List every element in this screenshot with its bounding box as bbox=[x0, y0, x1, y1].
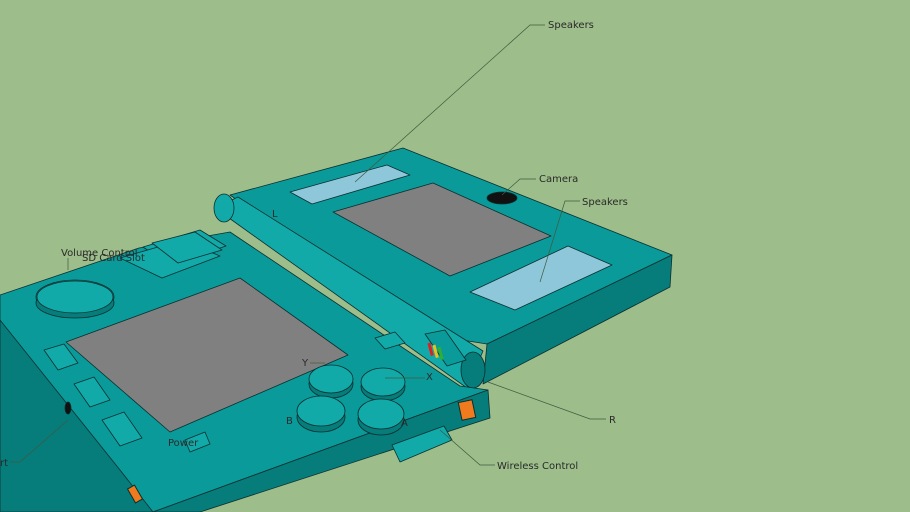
leader-camera bbox=[501, 178, 536, 196]
label-b-button: B bbox=[286, 416, 293, 427]
led-green bbox=[437, 346, 444, 361]
hinge bbox=[213, 193, 486, 389]
label-camera: Camera bbox=[539, 174, 578, 185]
label-wireless-control: Wireless Control bbox=[497, 461, 578, 472]
a-button[interactable] bbox=[357, 398, 405, 430]
label-volume-control: Volume Control bbox=[61, 248, 138, 259]
camera-lens bbox=[486, 191, 518, 205]
x-button[interactable] bbox=[360, 367, 406, 397]
headphone-port bbox=[64, 401, 72, 415]
leader-speakers-right bbox=[539, 200, 580, 283]
led-yellow bbox=[432, 344, 439, 359]
label-port-partial: rt bbox=[0, 458, 8, 469]
label-sd-card-slot: SD Card Slot bbox=[82, 253, 145, 264]
orange-side-slot bbox=[126, 484, 144, 504]
leader-port bbox=[10, 419, 69, 463]
top-speaker-grille bbox=[289, 164, 411, 205]
bottom-shell-front-side bbox=[152, 389, 491, 512]
label-x-button: X bbox=[426, 372, 433, 383]
bottom-shell bbox=[0, 229, 491, 512]
led-red bbox=[427, 342, 434, 357]
label-power: Power bbox=[168, 438, 199, 449]
label-a-button: A bbox=[401, 418, 408, 429]
upper-screen bbox=[332, 182, 552, 277]
left-button-2[interactable] bbox=[73, 376, 111, 408]
face-buttons bbox=[296, 364, 406, 436]
leader-r bbox=[487, 381, 606, 420]
y-button[interactable] bbox=[308, 364, 354, 394]
microphone bbox=[374, 331, 406, 350]
left-button-1[interactable] bbox=[43, 343, 79, 371]
wireless-switch[interactable] bbox=[391, 425, 453, 463]
d-pad[interactable] bbox=[119, 229, 227, 279]
label-speakers-right: Speakers bbox=[582, 197, 628, 208]
leader-speakers-top bbox=[354, 24, 545, 183]
label-y-button: Y bbox=[301, 358, 309, 369]
label-l-button: L bbox=[272, 209, 278, 220]
left-button-3[interactable] bbox=[101, 411, 143, 447]
bottom-shell-left-side bbox=[0, 319, 154, 512]
b-button[interactable] bbox=[296, 395, 346, 427]
orange-indicator bbox=[457, 399, 477, 421]
leader-wireless bbox=[439, 429, 495, 466]
label-speakers-top: Speakers bbox=[548, 20, 594, 31]
hinge-left-end bbox=[213, 193, 235, 223]
leader-lines bbox=[10, 24, 606, 466]
power-switch[interactable] bbox=[184, 431, 211, 453]
d-pad-top-bar bbox=[151, 231, 223, 264]
lower-screen bbox=[65, 277, 349, 433]
label-r-button: R bbox=[609, 415, 616, 426]
round-speaker-top bbox=[36, 280, 114, 314]
